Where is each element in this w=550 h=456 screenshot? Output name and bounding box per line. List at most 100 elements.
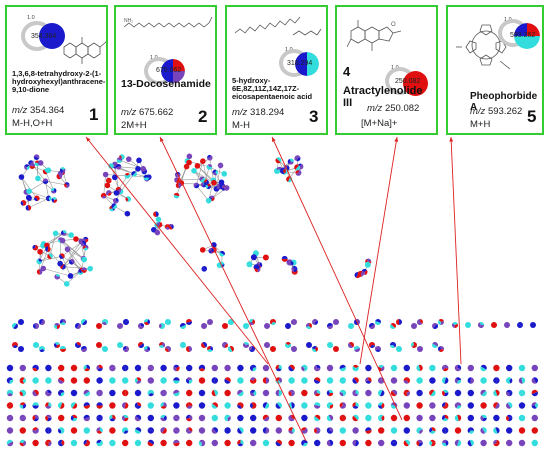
network-node (83, 414, 90, 422)
network-node (186, 377, 193, 384)
compound-name: 5-hydroxy-6E,8Z,11Z,14Z,17Z-eicosapentae… (232, 76, 313, 101)
network-node (135, 165, 141, 172)
network-node (432, 323, 438, 329)
network-node (211, 414, 218, 422)
network-node (54, 273, 61, 280)
network-node (219, 250, 225, 257)
network-node (454, 377, 462, 384)
network-node (147, 377, 154, 384)
network-node (35, 175, 41, 182)
network-node (47, 253, 53, 260)
compound-name-prefix: 4 (343, 64, 351, 79)
network-node (37, 160, 44, 166)
network-node (416, 414, 423, 422)
network-node (198, 402, 206, 409)
network-node (506, 364, 513, 372)
network-node (51, 197, 58, 203)
network-node (52, 230, 59, 237)
network-node (37, 248, 43, 255)
network-node (199, 247, 206, 253)
compound-number: 1 (89, 105, 99, 124)
network-node (113, 190, 120, 196)
mz-value: 675.662 (138, 107, 174, 118)
network-node (518, 389, 526, 397)
network-node (403, 389, 410, 397)
annotation-arrows (85, 136, 462, 442)
network-node (32, 414, 39, 422)
mz-label: m/z (121, 107, 137, 118)
network-node (237, 364, 244, 372)
network-node (275, 157, 282, 164)
network-node (164, 224, 171, 230)
network-node (57, 364, 65, 372)
network-node (160, 439, 167, 447)
mz-line: m/z 354.364 (12, 105, 64, 116)
network-node (429, 427, 436, 434)
network-node (531, 414, 538, 422)
compound-card-4[interactable]: O 4 1.0 250.082 Atractylenolide III m/z … (335, 5, 438, 135)
compound-card-5[interactable]: 1.0 593.262 Pheophorbide A m/z 593.262 M… (446, 5, 544, 135)
compound-card-2[interactable]: NH₂ 1.0 675.662 13-Docosenamide m/z 675.… (114, 5, 217, 135)
network-node (87, 265, 94, 272)
network-node (96, 323, 102, 329)
network-node (75, 323, 81, 329)
network-node (365, 402, 372, 409)
network-node (147, 427, 154, 434)
network-node (60, 319, 66, 325)
network-node (25, 205, 32, 211)
network-node (506, 389, 513, 397)
network-edge (209, 157, 214, 181)
network-node (375, 319, 381, 325)
network-node (116, 157, 123, 163)
network-node (102, 346, 108, 352)
molecule-structure-icon (234, 16, 322, 36)
network-node (352, 402, 359, 409)
network-node (211, 364, 218, 372)
network-node (70, 389, 78, 397)
adduct-label: [M+Na]+ (361, 118, 398, 129)
network-node (339, 364, 346, 372)
network-node (314, 414, 321, 422)
network-node (124, 172, 131, 179)
network-node (180, 342, 187, 349)
adduct-label: M+H (470, 119, 491, 130)
network-node (134, 389, 142, 397)
network-node (147, 439, 154, 447)
network-node (186, 159, 192, 166)
network-node (33, 323, 40, 330)
network-node (173, 414, 180, 422)
network-node (96, 439, 103, 447)
network-node (518, 402, 526, 409)
network-node (403, 377, 410, 384)
network-node (531, 402, 539, 409)
network-node (505, 377, 513, 384)
network-node (467, 427, 475, 434)
network-node (270, 319, 276, 325)
network-node (429, 364, 436, 372)
network-node (96, 389, 103, 397)
network-node (206, 154, 213, 161)
compound-card-1[interactable]: 1.0 354.364 1,3,6,8-tetrahydroxy-2-(1-hy… (5, 5, 108, 135)
network-node (284, 342, 291, 349)
network-node (301, 389, 308, 397)
network-node (301, 439, 308, 447)
network-node (102, 171, 109, 178)
network-node (56, 173, 63, 180)
network-node (339, 414, 347, 422)
network-node (518, 414, 526, 422)
network-node (80, 240, 87, 247)
network-node (339, 377, 346, 384)
network-node (186, 439, 193, 447)
mz-value: 250.082 (384, 103, 420, 114)
network-node (250, 402, 257, 409)
compound-card-3[interactable]: 1.0 318.294 5-hydroxy-6E,8Z,11Z,14Z,17Z-… (225, 5, 328, 135)
network-node (438, 346, 444, 353)
network-node (32, 377, 39, 384)
network-node (504, 322, 510, 328)
network-node (38, 345, 45, 352)
network-node (348, 323, 354, 329)
network-node (294, 164, 301, 171)
network-node (50, 187, 57, 194)
network-node (174, 177, 180, 183)
network-node (429, 377, 436, 384)
